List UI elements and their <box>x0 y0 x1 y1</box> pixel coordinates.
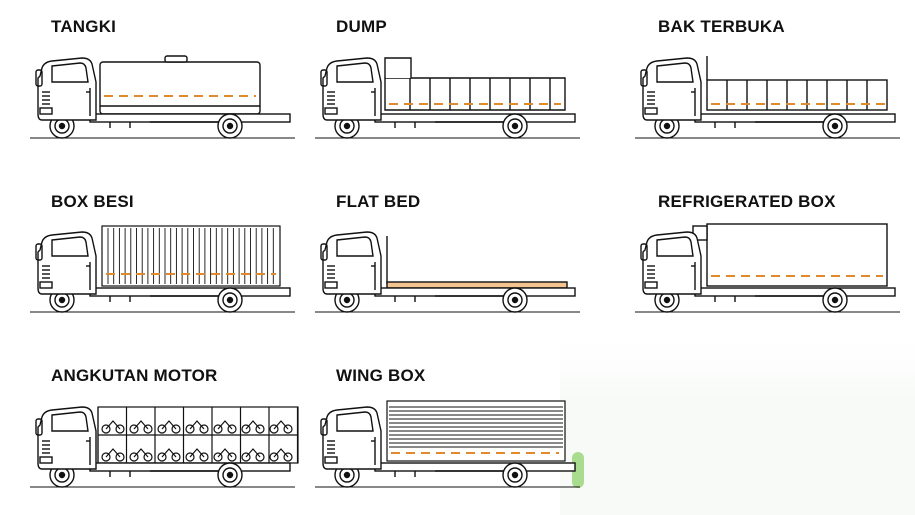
flat-bed-body <box>386 236 568 289</box>
cab <box>320 57 382 121</box>
background-haze <box>560 340 915 515</box>
truck-label-wing-box: WING BOX <box>336 366 426 385</box>
truck-label-flat-bed: FLAT BED <box>336 192 421 211</box>
wheel <box>502 462 528 488</box>
truck-label-refrigerated-box: REFRIGERATED BOX <box>658 192 836 211</box>
tank-body <box>99 55 261 115</box>
wheel <box>217 113 243 139</box>
truck-label-dump: DUMP <box>336 17 387 36</box>
wheel <box>502 287 528 313</box>
cab <box>320 406 382 470</box>
steel-box-truck-illustration <box>30 222 295 316</box>
cab <box>35 57 97 121</box>
motorcycle-carrier-body <box>97 406 299 464</box>
wheel <box>217 462 243 488</box>
truck-label-bak-terbuka: BAK TERBUKA <box>658 17 785 36</box>
wheel <box>502 113 528 139</box>
wheel <box>822 113 848 139</box>
tank-truck-illustration <box>30 48 295 142</box>
motorcycle-icon <box>213 420 237 462</box>
truck-label-angkutan-motor: ANGKUTAN MOTOR <box>51 366 218 385</box>
motorcycle-icon <box>241 420 265 462</box>
motorcycle-icon <box>101 420 125 462</box>
chassis <box>315 462 580 488</box>
dump-truck-illustration <box>315 48 580 142</box>
cab <box>35 406 97 470</box>
dump-body <box>384 57 566 111</box>
cab <box>320 231 382 295</box>
wing-box-truck-illustration <box>315 397 580 491</box>
motorcycle-icon <box>129 420 153 462</box>
wheel <box>822 287 848 313</box>
cab <box>35 231 97 295</box>
flat-bed-truck-illustration <box>315 222 580 316</box>
cab <box>640 57 702 121</box>
steel-box-body <box>101 225 281 287</box>
motorcycle-icon <box>269 420 293 462</box>
truck-label-tangki: TANGKI <box>51 17 117 36</box>
refrigerated-box-truck-illustration <box>635 222 900 316</box>
wheel <box>217 287 243 313</box>
cab <box>640 231 702 295</box>
refrigerated-box-body <box>692 223 888 287</box>
motorcycle-icon <box>185 420 209 462</box>
motorcycle-icon <box>157 420 181 462</box>
open-bed-truck-illustration <box>635 48 900 142</box>
motorcycle-carrier-truck-illustration <box>30 397 299 491</box>
green-smudge <box>572 452 584 488</box>
open-bed-body <box>706 56 888 111</box>
wing-box-body <box>386 400 566 462</box>
truck-label-box-besi: BOX BESI <box>51 192 134 211</box>
